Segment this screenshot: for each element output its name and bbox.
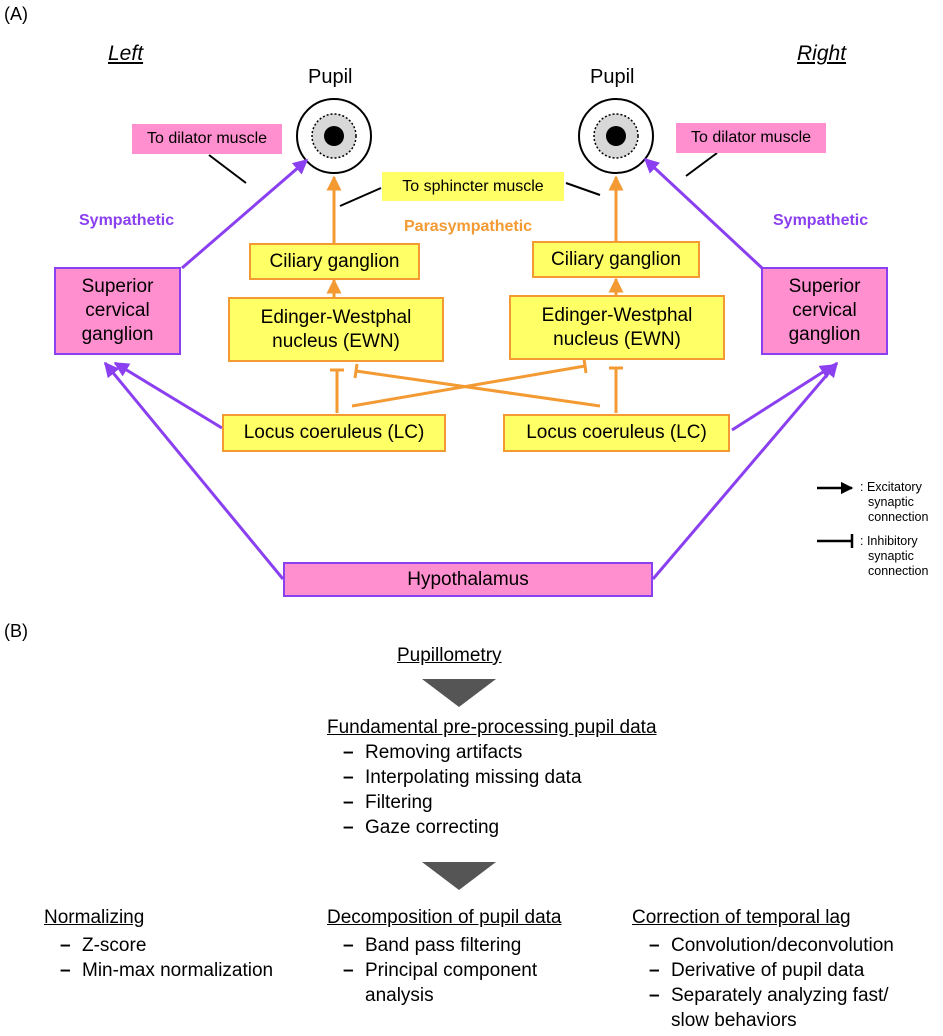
scg-right: Superior cervical ganglion xyxy=(761,267,888,355)
list-item: Z-score xyxy=(60,933,273,958)
leader-sphincter-left xyxy=(339,187,382,207)
decomposition-list: Band pass filtering Principal component … xyxy=(343,933,537,1008)
legend-inhibitory: : Inhibitory synaptic connection xyxy=(860,534,929,578)
leader-sphincter-right xyxy=(565,182,601,196)
to-sphincter-label: To sphincter muscle xyxy=(382,172,564,201)
side-left-heading: Left xyxy=(108,42,144,65)
arrow-scg-right-to-pupil xyxy=(643,157,764,270)
sympathetic-right-label: Sympathetic xyxy=(773,212,869,229)
ewn-right-line2: nucleus (EWN) xyxy=(553,328,681,350)
inhibit-lc-right-to-ewn-right xyxy=(609,366,623,413)
scg-left: Superior cervical ganglion xyxy=(54,267,181,355)
list-item: Separately analyzing fast/ xyxy=(649,983,894,1008)
scg-right-line2: cervical xyxy=(792,300,857,322)
leader-dilator-right xyxy=(685,152,718,177)
list-item: Gaze correcting xyxy=(343,815,582,840)
decomposition-heading: Decomposition of pupil data xyxy=(327,907,562,928)
legend-inhibitory-bar-icon xyxy=(817,534,854,548)
pupillometry-heading: Pupillometry xyxy=(397,645,502,666)
list-item: Band pass filtering xyxy=(343,933,537,958)
ciliary-ganglion-right: Ciliary ganglion xyxy=(532,241,700,278)
arrow-scg-left-to-pupil xyxy=(181,158,309,270)
hypothalamus: Hypothalamus xyxy=(283,562,653,597)
to-dilator-left-label: To dilator muscle xyxy=(132,124,282,154)
arrow-hypothalamus-to-scg-right xyxy=(651,361,839,580)
inhibit-lc-left-to-ewn-left xyxy=(330,368,344,413)
scg-right-line1: Superior xyxy=(788,276,861,298)
ewn-left-line2: nucleus (EWN) xyxy=(272,330,400,352)
correction-heading: Correction of temporal lag xyxy=(632,907,851,928)
ewn-left-line1: Edinger-Westphal xyxy=(260,306,412,328)
panel-b-label: (B) xyxy=(4,621,28,641)
arrow-lc-left-to-scg-left xyxy=(113,361,223,430)
correction-list: Convolution/deconvolution Derivative of … xyxy=(649,933,894,1033)
lc-right: Locus coeruleus (LC) xyxy=(503,414,730,452)
pupil-right-icon xyxy=(578,98,654,174)
side-right-heading: Right xyxy=(797,42,847,65)
ewn-left: Edinger-Westphal nucleus (EWN) xyxy=(228,297,444,362)
list-item-continuation: analysis xyxy=(365,985,434,1006)
sympathetic-left-label: Sympathetic xyxy=(79,212,175,229)
flow-down-arrow-icon-2 xyxy=(422,862,496,890)
fundamental-heading: Fundamental pre-processing pupil data xyxy=(327,717,657,738)
list-item: Principal component xyxy=(343,958,537,983)
list-item: Filtering xyxy=(343,790,582,815)
fundamental-list: Removing artifacts Interpolating missing… xyxy=(343,740,582,840)
arrow-hypothalamus-to-scg-left xyxy=(103,361,285,580)
legend-excitatory: : Excitatory synaptic connection xyxy=(860,480,929,524)
list-item: Interpolating missing data xyxy=(343,765,582,790)
ewn-right-line1: Edinger-Westphal xyxy=(541,304,693,326)
normalizing-heading: Normalizing xyxy=(44,907,145,928)
normalizing-list: Z-score Min-max normalization xyxy=(60,933,273,983)
list-item: Derivative of pupil data xyxy=(649,958,894,983)
pupil-left-label: Pupil xyxy=(308,66,353,88)
list-item: Min-max normalization xyxy=(60,958,273,983)
arrow-lc-right-to-scg-right xyxy=(731,363,836,432)
parasympathetic-label: Parasympathetic xyxy=(404,218,533,235)
inhibit-lc-right-to-ewn-left xyxy=(353,363,601,408)
scg-left-line3: ganglion xyxy=(81,323,154,345)
pupil-left-icon xyxy=(296,98,372,174)
ciliary-ganglion-left: Ciliary ganglion xyxy=(249,243,420,280)
scg-left-line2: cervical xyxy=(85,300,150,322)
pupil-right-label: Pupil xyxy=(590,66,635,88)
ewn-right: Edinger-Westphal nucleus (EWN) xyxy=(509,295,725,360)
leader-dilator-left xyxy=(208,154,247,184)
panel-a-label: (A) xyxy=(4,4,28,24)
scg-left-line1: Superior xyxy=(81,276,154,298)
list-item: Convolution/deconvolution xyxy=(649,933,894,958)
lc-left: Locus coeruleus (LC) xyxy=(222,414,446,452)
scg-right-line3: ganglion xyxy=(788,323,861,345)
to-dilator-right-label: To dilator muscle xyxy=(676,123,826,153)
list-item: Removing artifacts xyxy=(343,740,582,765)
flow-down-arrow-icon-1 xyxy=(422,679,496,707)
list-item-continuation: slow behaviors xyxy=(671,1010,797,1031)
